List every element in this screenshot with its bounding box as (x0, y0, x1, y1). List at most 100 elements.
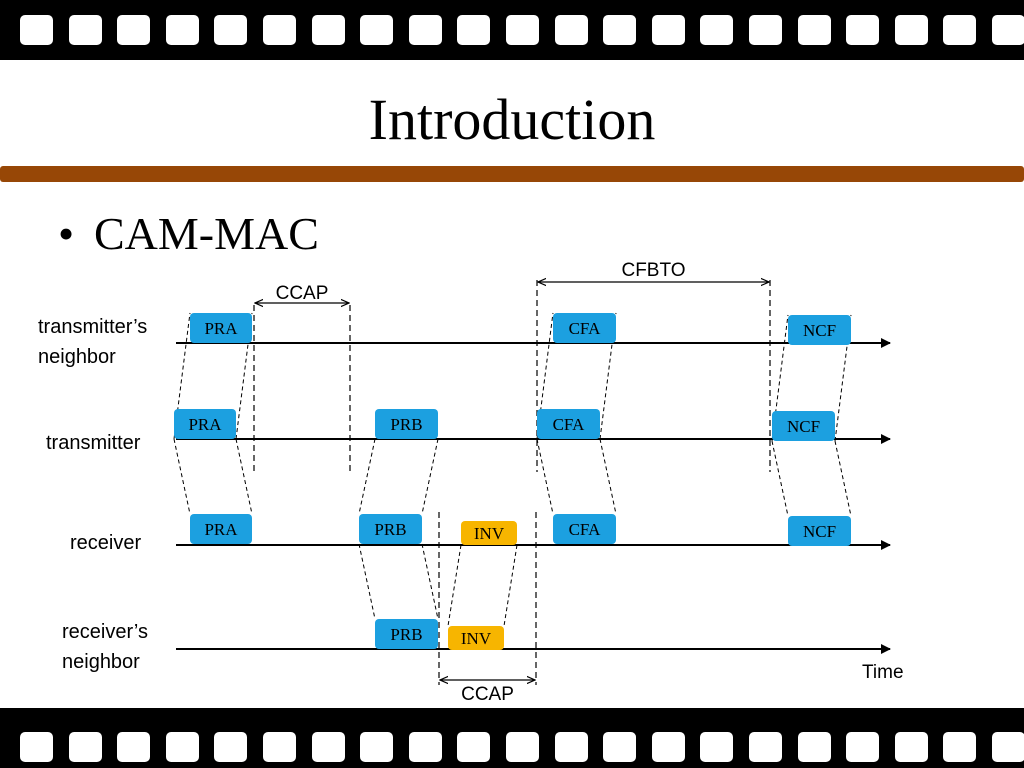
interval-label-cfbto: CFBTO (621, 260, 685, 281)
frame-box-prb-rn (375, 619, 438, 649)
sprocket-hole (69, 732, 102, 762)
frame-box-ncf-tx (772, 411, 835, 441)
propagation-line (421, 438, 439, 515)
frame-label-inv-rn: INV (461, 629, 492, 648)
sprocket-hole (409, 732, 442, 762)
sprocket-hole (214, 15, 247, 45)
bullet-text: CAM-MAC (94, 208, 319, 259)
propagation-line (358, 543, 376, 620)
sprocket-hole (749, 15, 782, 45)
frame-label-cfa-tn: CFA (569, 319, 602, 338)
propagation-line (834, 440, 852, 517)
sprocket-hole (457, 15, 490, 45)
sprocket-hole (312, 15, 345, 45)
row-label-receivers-neighbor: receiver’s neighbor (62, 617, 148, 677)
sprocket-hole (409, 15, 442, 45)
sprocket-hole (263, 732, 296, 762)
frame-box-inv-rn (448, 626, 504, 650)
sprocket-hole (263, 15, 296, 45)
propagation-line (447, 544, 462, 627)
propagation-line (536, 438, 554, 515)
propagation-line (358, 438, 376, 515)
bullet-item: • CAM-MAC (58, 206, 319, 262)
frame-label-ncf-tn: NCF (803, 321, 836, 340)
sprocket-hole (506, 15, 539, 45)
frame-box-cfa-tx (537, 409, 600, 439)
sprocket-hole (798, 732, 831, 762)
propagation-line (421, 543, 439, 620)
frame-label-prb-rx: PRB (374, 520, 406, 539)
frame-box-cfa-rx (553, 514, 616, 544)
sprocket-hole (166, 15, 199, 45)
row-label-line: neighbor (38, 346, 116, 368)
sprocket-hole (360, 15, 393, 45)
frame-label-ncf-rx: NCF (803, 522, 836, 541)
frame-label-pra-rx: PRA (204, 520, 238, 539)
frame-label-cfa-rx: CFA (569, 520, 602, 539)
frame-label-prb-tx: PRB (390, 415, 422, 434)
sprocket-hole (117, 732, 150, 762)
sprocket-hole (214, 732, 247, 762)
frame-box-pra-tn (190, 313, 252, 343)
row-label-transmitter: transmitter (46, 428, 140, 458)
frame-box-ncf-rx (788, 516, 851, 546)
sprocket-hole (555, 15, 588, 45)
sprocket-hole (603, 732, 636, 762)
propagation-line (235, 438, 253, 515)
row-label-receiver: receiver (70, 528, 141, 558)
row-label-line: neighbor (62, 651, 140, 673)
row-label-transmitters-neighbor: transmitter’s neighbor (38, 312, 147, 372)
sprocket-hole (943, 732, 976, 762)
sprocket-hole (20, 732, 53, 762)
sprocket-hole (457, 732, 490, 762)
title-divider (0, 166, 1024, 182)
row-label-line: receiver’s (62, 621, 148, 643)
frame-label-prb-rn: PRB (390, 625, 422, 644)
sprocket-hole (117, 15, 150, 45)
frame-box-prb-rx (359, 514, 422, 544)
propagation-line (771, 440, 789, 517)
propagation-line (599, 438, 617, 515)
row-label-line: transmitter’s (38, 316, 148, 338)
frame-box-pra-tx (174, 409, 236, 439)
sprocket-hole (700, 15, 733, 45)
sprocket-hole (652, 732, 685, 762)
sprocket-hole (992, 732, 1024, 762)
interval-label-ccap-bottom: CCAP (461, 684, 514, 705)
sprocket-hole (506, 732, 539, 762)
row-label-line: receiver (70, 532, 142, 554)
frame-box-pra-rx (190, 514, 252, 544)
film-strip-bottom (0, 708, 1024, 768)
sprocket-hole (20, 15, 53, 45)
sprocket-hole (555, 732, 588, 762)
propagation-line (503, 544, 518, 627)
frame-box-inv-rx (461, 521, 517, 545)
sprocket-hole (895, 15, 928, 45)
interval-label-ccap-top: CCAP (276, 283, 329, 304)
sprocket-hole (749, 732, 782, 762)
bullet-dot-icon: • (58, 208, 75, 259)
frame-box-prb-tx (375, 409, 438, 439)
slide-title: Introduction (368, 87, 656, 152)
sprocket-hole (652, 15, 685, 45)
time-axis-label: Time (862, 662, 904, 683)
frame-label-ncf-tx: NCF (787, 417, 820, 436)
frame-label-cfa-tx: CFA (553, 415, 586, 434)
sprocket-hole (603, 15, 636, 45)
sprocket-hole (895, 732, 928, 762)
sprocket-hole (798, 15, 831, 45)
frame-label-pra-tn: PRA (204, 319, 238, 338)
row-label-line: transmitter (46, 432, 141, 454)
sprocket-hole (69, 15, 102, 45)
sprocket-hole (992, 15, 1024, 45)
frame-box-ncf-tn (788, 315, 851, 345)
sprocket-hole (312, 732, 345, 762)
sprocket-hole (700, 732, 733, 762)
sprocket-hole (943, 15, 976, 45)
sprocket-hole (846, 732, 879, 762)
propagation-line (173, 438, 191, 515)
sprocket-hole (846, 15, 879, 45)
sprocket-hole (360, 732, 393, 762)
sprocket-hole (166, 732, 199, 762)
